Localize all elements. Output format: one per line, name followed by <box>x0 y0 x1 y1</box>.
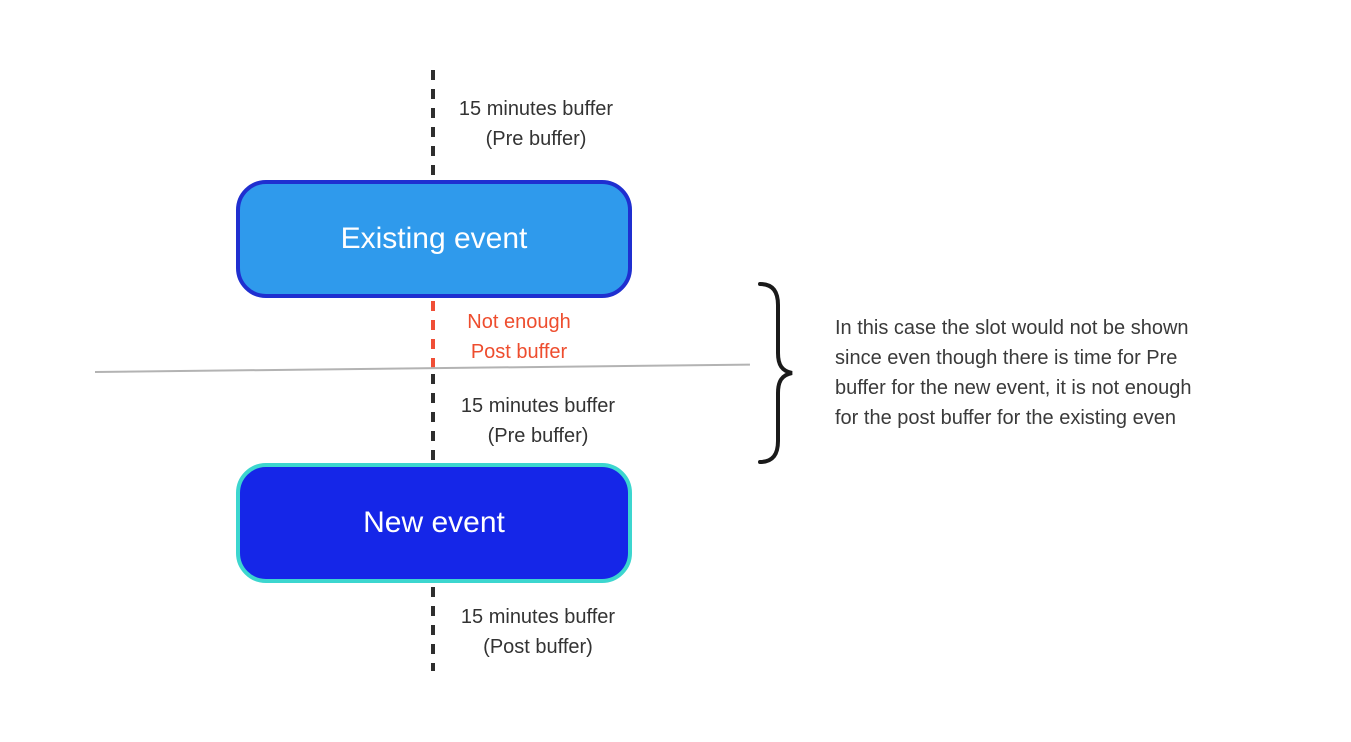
not-enough-buffer-dashed-line <box>431 301 435 371</box>
curly-brace-icon <box>758 282 793 464</box>
existing-event-box: Existing event <box>236 180 632 298</box>
post-buffer-label-bottom: 15 minutes buffer (Post buffer) <box>460 606 616 658</box>
pre-buffer-label-middle: 15 minutes buffer (Pre buffer) <box>460 395 616 447</box>
existing-event-label: Existing event <box>340 222 528 255</box>
pre-buffer-dashed-line-top <box>431 70 435 180</box>
post-buffer-dashed-line-bottom <box>431 587 435 671</box>
not-enough-post-buffer-label: Not enough Post buffer <box>467 311 571 363</box>
new-event-label: New event <box>363 506 505 539</box>
annotation-text: In this case the slot would not be shown… <box>835 317 1192 429</box>
pre-buffer-label-top: 15 minutes buffer (Pre buffer) <box>458 98 614 150</box>
pre-buffer-dashed-line-middle <box>431 374 435 462</box>
slot-divider-line <box>94 363 750 373</box>
new-event-box: New event <box>236 463 632 583</box>
